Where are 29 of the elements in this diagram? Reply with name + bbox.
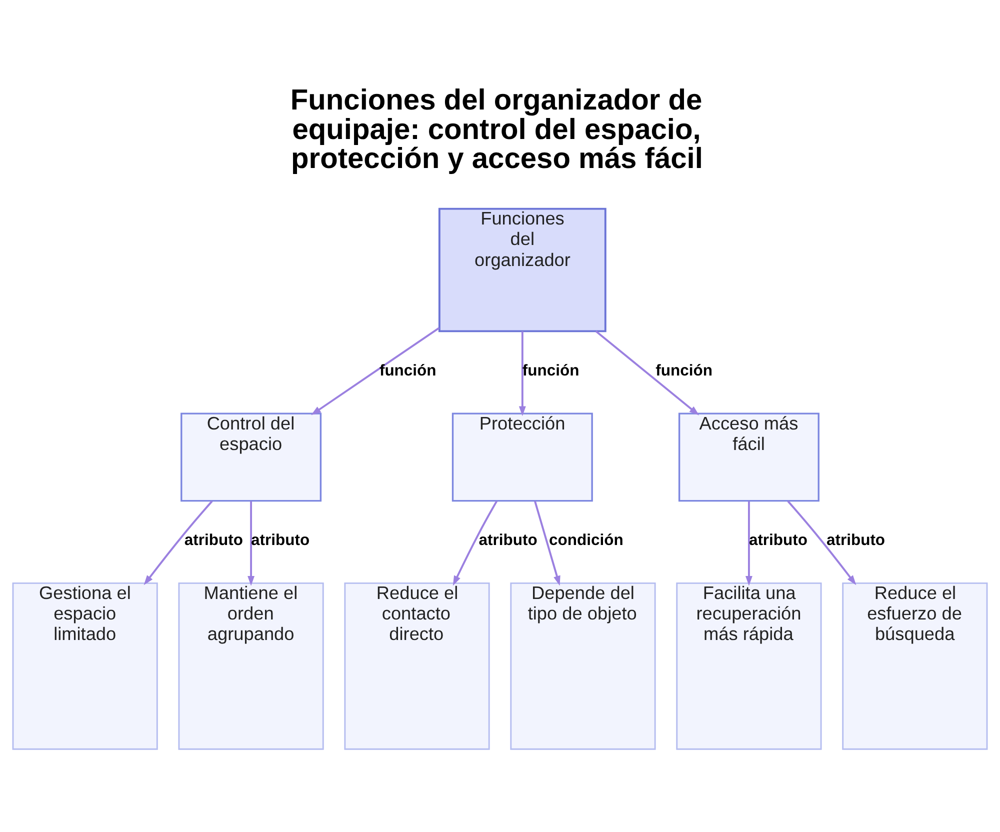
node-box: Gestiona el espacio limitado (12, 582, 158, 750)
arrow (144, 500, 213, 586)
edge-label: función (379, 362, 436, 380)
arrow (745, 501, 752, 586)
node-box: Facilita una recuperación más rápida (676, 582, 822, 750)
node-box: Mantiene el orden agrupando (178, 582, 324, 750)
edge-label: atributo (478, 532, 538, 549)
node-box: Reduce el contacto directo (344, 582, 490, 750)
node-box: Funciones del organizador (438, 208, 606, 332)
node-box: Protección (452, 412, 593, 502)
arrow (534, 500, 560, 586)
arrow (595, 330, 700, 416)
edge-label: atributo (251, 532, 310, 549)
arrow (452, 500, 498, 586)
arrow (248, 501, 255, 586)
edge-label: atributo (826, 532, 886, 549)
node-box: Control del espacio (180, 412, 322, 502)
edge-label: función (522, 362, 580, 380)
edge-label: atributo (184, 532, 243, 549)
diagram-title: Funciones del organizador de equipaje: control del espacio, protección y acceso más fácil (290, 84, 703, 175)
arrow (787, 500, 856, 586)
arrow (518, 331, 526, 416)
arrow (311, 327, 440, 416)
edge-label: función (656, 362, 712, 380)
node-box: Depende del tipo de objeto (510, 582, 656, 750)
node-box: Acceso más fácil (678, 412, 820, 502)
node-box: Reduce el esfuerzo de búsqueda (842, 582, 988, 750)
edge-label: condición (549, 532, 624, 549)
edge-label: atributo (748, 532, 808, 549)
